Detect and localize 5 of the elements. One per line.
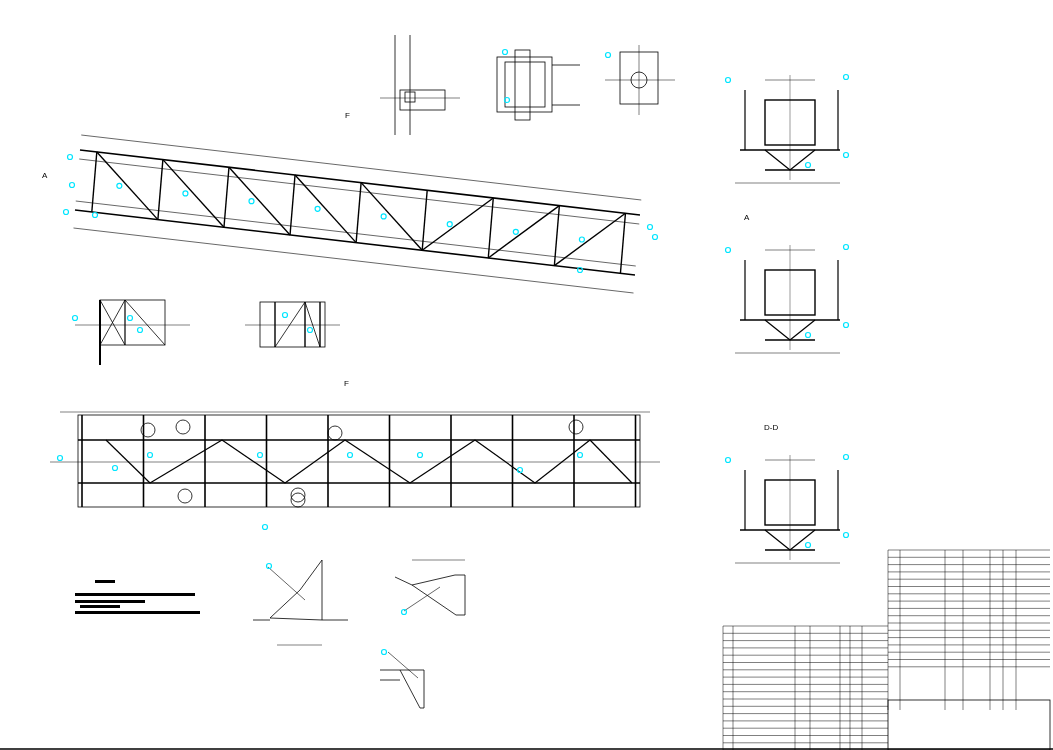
- view-label: F: [344, 380, 349, 388]
- view-label: D-D: [764, 424, 779, 432]
- view-label: F: [345, 112, 350, 120]
- view-label: A: [42, 172, 48, 180]
- view-label: A: [744, 214, 750, 222]
